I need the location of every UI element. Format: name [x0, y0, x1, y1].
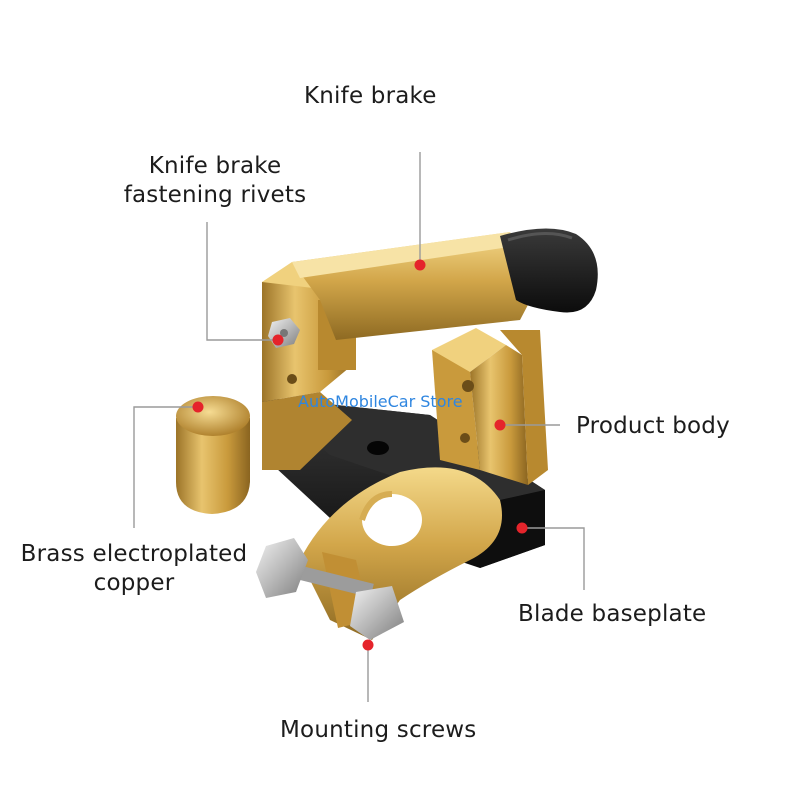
bolt-shape — [256, 538, 404, 640]
label-brass-line1: Brass electroplated — [20, 541, 248, 567]
callout-lines — [133, 152, 585, 702]
knife-blade-shape — [292, 232, 540, 340]
label-fastening-rivets: Knife brake fastening rivets — [120, 152, 310, 210]
label-product-body: Product body — [576, 413, 730, 439]
label-knife-brake: Knife brake — [304, 83, 437, 109]
dot-mounting-screws — [362, 639, 374, 651]
callout-dots — [192, 259, 528, 651]
dot-rivets — [272, 334, 284, 346]
dot-knife-brake — [414, 259, 426, 271]
label-fastening-rivets-line2: fastening rivets — [123, 182, 307, 208]
dot-brass — [192, 401, 204, 413]
label-blade-baseplate: Blade baseplate — [518, 601, 707, 627]
label-brass-line2: copper — [93, 570, 175, 596]
leader-brass — [133, 406, 198, 528]
dot-product-body — [494, 419, 506, 431]
leader-rivets — [206, 222, 278, 341]
right-bracket-shape — [432, 328, 548, 485]
dot-baseplate — [516, 522, 528, 534]
handle-shape — [500, 228, 598, 313]
label-fastening-rivets-line1: Knife brake — [148, 153, 282, 179]
watermark: AutoMobileCar Store — [298, 392, 463, 411]
label-mounting-screws: Mounting screws — [280, 717, 477, 743]
leader-baseplate — [522, 527, 585, 590]
label-brass: Brass electroplated copper — [14, 540, 254, 598]
terminal-cap-shape — [176, 396, 250, 514]
